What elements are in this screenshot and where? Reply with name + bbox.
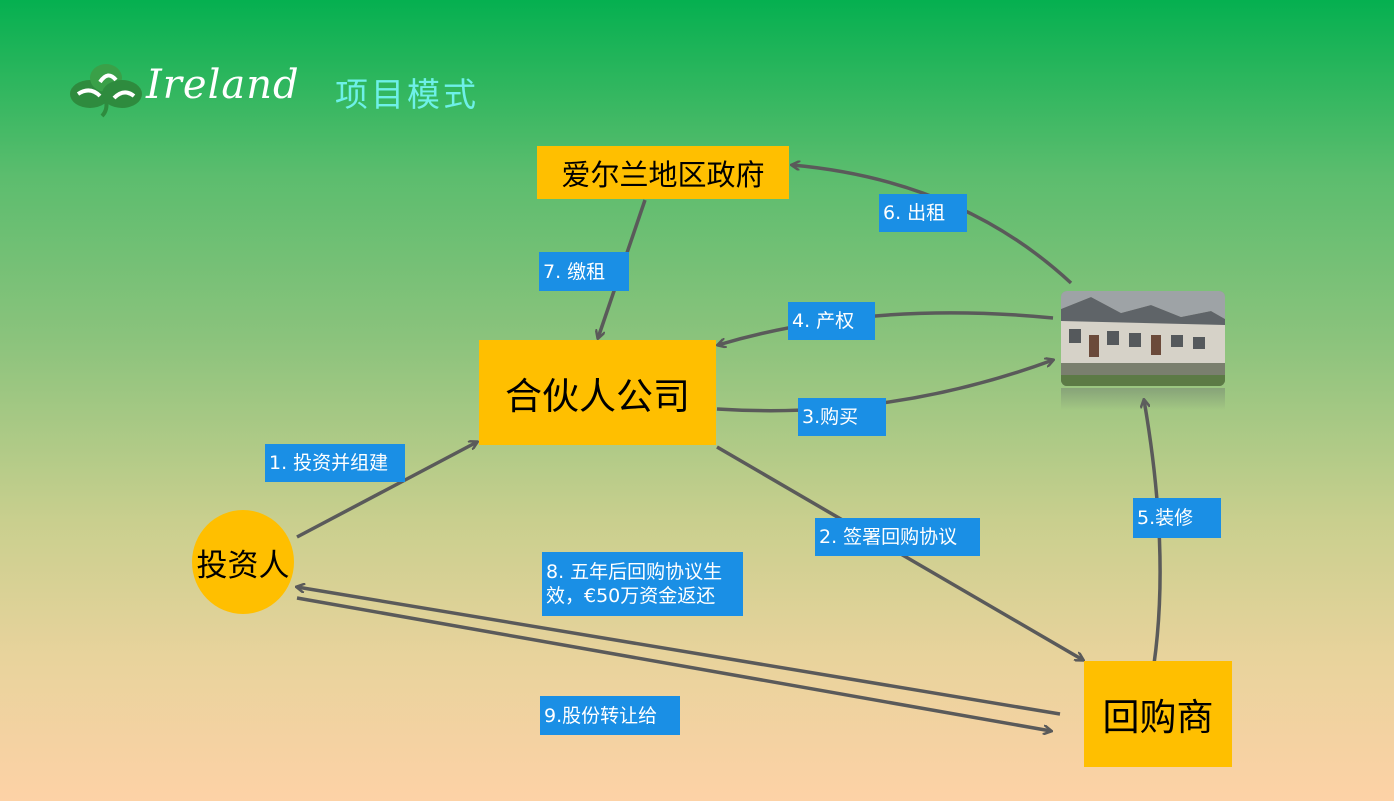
shamrock-logo-icon <box>70 64 142 118</box>
government-node: 爱尔兰地区政府 <box>537 146 789 199</box>
label-share-transfer: 9.股份转让给 <box>540 696 680 735</box>
arrow-invest <box>296 442 477 539</box>
house-reflection <box>1061 388 1225 410</box>
partner-company-node: 合伙人公司 <box>479 340 716 445</box>
label-buy: 3.购买 <box>798 398 886 436</box>
label-pay-rent: 7. 缴租 <box>539 252 629 291</box>
logo-text: Ireland <box>146 62 300 108</box>
page-title: 项目模式 <box>335 75 479 114</box>
label-title: 4. 产权 <box>788 302 875 340</box>
buyback-node: 回购商 <box>1084 661 1232 767</box>
arrow-buy <box>716 360 1053 413</box>
label-buyback-return: 8. 五年后回购协议生 效，€50万资金返还 <box>542 552 743 616</box>
house-photo <box>1061 291 1225 386</box>
label-invest: 1. 投资并组建 <box>265 444 405 482</box>
investor-node: 投资人 <box>192 510 294 614</box>
label-rent-out: 6. 出租 <box>879 194 967 232</box>
arrow-renovate <box>1144 400 1162 665</box>
label-agreement: 2. 签署回购协议 <box>815 518 980 556</box>
arrow-share-transfer <box>296 596 1051 731</box>
label-renovate: 5.装修 <box>1133 498 1221 538</box>
arrow-title <box>718 311 1054 345</box>
arrow-buyback-return <box>297 587 1061 716</box>
